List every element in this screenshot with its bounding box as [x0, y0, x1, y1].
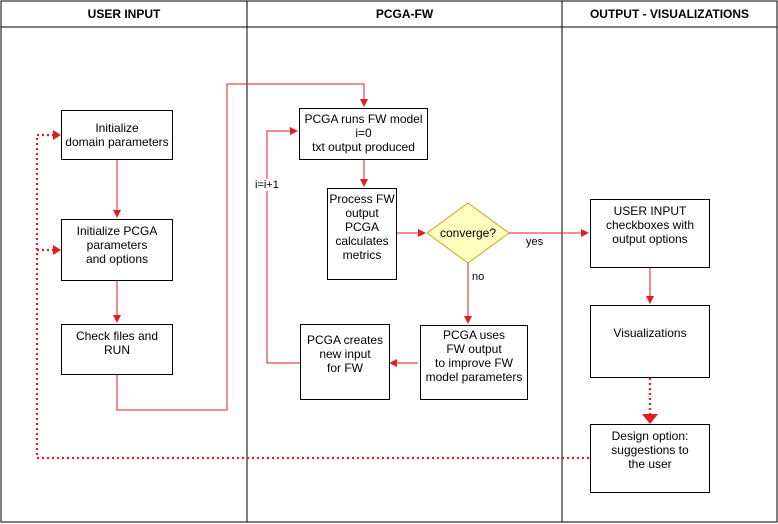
- box-initialize-domain: Initialize domain parameters: [61, 110, 173, 160]
- arrowhead-design-to-domain: [53, 130, 61, 140]
- box-pcga-runs-fw-model: PCGA runs FW model i=0 txt output produc…: [299, 108, 428, 160]
- arrow-design-to-domain: [35, 133, 589, 460]
- lane-header-pcga-fw: PCGA-FW: [375, 7, 434, 21]
- box-design-option: Design option: suggestions to the user: [590, 424, 710, 493]
- edge-label-no: no: [472, 271, 485, 283]
- box-visualizations: Visualizations: [590, 305, 710, 378]
- lane-header-user-input: USER INPUT: [87, 7, 161, 21]
- arrowhead-vis-to-design: [642, 414, 658, 424]
- edge-label-increment: i=i+1: [254, 179, 280, 191]
- edge-label-yes: yes: [526, 236, 544, 248]
- box-process-fw-output: Process FW output PCGA calculates metric…: [327, 188, 397, 280]
- box-check-files-run: Check files and RUN: [61, 324, 173, 375]
- arrow-loop-increment: [266, 127, 300, 364]
- lane-header-output: OUTPUT - VISUALIZATIONS: [589, 7, 750, 21]
- box-pcga-uses-fw-output: PCGA uses FW output to improve FW model …: [420, 325, 528, 400]
- box-user-input-checkboxes: USER INPUT checkboxes with output option…: [590, 199, 710, 268]
- box-initialize-pcga: Initialize PCGA parameters and options: [61, 219, 173, 281]
- box-pcga-creates-input: PCGA creates new input for FW: [300, 324, 390, 400]
- arrow-run-to-fw-model: [116, 83, 368, 411]
- arrowhead-design-to-pcga: [53, 245, 61, 255]
- converge-label: converge?: [439, 226, 497, 240]
